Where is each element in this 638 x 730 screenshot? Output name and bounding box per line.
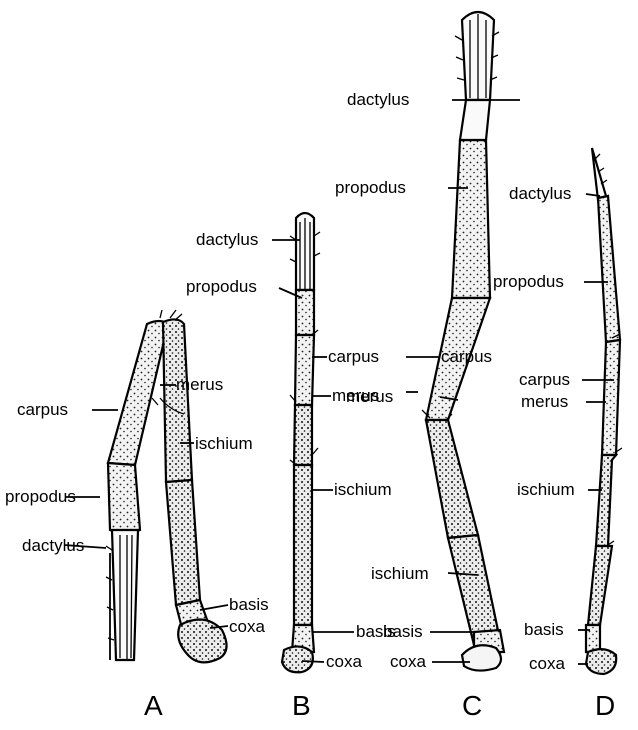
panel-b-coxa-label: coxa — [326, 652, 362, 671]
panel-a-propodus-label: propodus — [5, 487, 76, 506]
panel-d-basis-segment — [586, 625, 600, 652]
panel-a-ischium-label: ischium — [195, 434, 253, 453]
panel-a-carpus-label: carpus — [17, 400, 68, 419]
panel-d-carpus-segment — [602, 340, 620, 455]
panel-b-letter: B — [292, 690, 311, 721]
panel-c-carpus-label: carpus — [441, 347, 492, 366]
panel-d-letter: D — [595, 690, 615, 721]
panel-b-propodus-label: propodus — [186, 277, 257, 296]
panel-c-dactylus-label: dactylus — [347, 90, 409, 109]
panel-a-basis-label: basis — [229, 595, 269, 614]
panel-a-letter: A — [144, 690, 163, 721]
panel-c-merus-segment — [426, 420, 478, 538]
panel-c-merus-label: merus — [346, 387, 393, 406]
panel-c-coxa-segment — [462, 645, 501, 670]
panel-b-merus-segment — [294, 405, 312, 465]
panel-d-merus-label: merus — [521, 392, 568, 411]
panel-b-coxa-segment — [282, 646, 313, 672]
panel-b-drawing — [282, 213, 320, 672]
panel-b-dactylus-label: dactylus — [196, 230, 258, 249]
panel-d-basis-label: basis — [524, 620, 564, 639]
panel-d-propodus-segment — [598, 196, 620, 342]
panel-c-propodus-segment — [452, 140, 490, 298]
panel-a-ischium-segment — [166, 480, 200, 605]
panel-d-propodus-label: propodus — [493, 272, 564, 291]
panel-b-ischium-label: ischium — [334, 480, 392, 499]
panel-b-ischium-segment — [294, 465, 312, 625]
panel-a-dactylus-label: dactylus — [22, 536, 84, 555]
panel-a-carpus-segment — [108, 321, 168, 465]
panel-c-ischium-label: ischium — [371, 564, 429, 583]
panel-d-ischium-segment — [588, 546, 612, 625]
panel-a-merus-segment — [163, 319, 192, 482]
panel-a-propodus-segment — [108, 463, 140, 533]
panel-b-carpus-segment — [295, 335, 314, 405]
panel-c-drawing — [422, 12, 504, 671]
panel-a-coxa-segment — [178, 620, 226, 663]
panel-c-coxa-label: coxa — [390, 652, 426, 671]
panel-c-ischium-segment — [448, 535, 500, 645]
panel-c-basis-label: basis — [383, 622, 423, 641]
panel-a-coxa-label: coxa — [229, 617, 265, 636]
panel-a-drawing — [106, 310, 227, 662]
panel-a-dactylus-segment — [112, 530, 138, 660]
panel-d-coxa-segment — [586, 649, 616, 674]
panel-c-propodus-label: propodus — [335, 178, 406, 197]
panel-d-merus-segment — [596, 455, 616, 546]
panel-c-letter: C — [462, 690, 482, 721]
panel-d-coxa-label: coxa — [529, 654, 565, 673]
panel-a-merus-label: merus — [176, 375, 223, 394]
panel-d-ischium-label: ischium — [517, 480, 575, 499]
panel-d-dactylus-label: dactylus — [509, 184, 571, 203]
panel-d-drawing — [586, 148, 622, 674]
panel-d-carpus-label: carpus — [519, 370, 570, 389]
panel-b-carpus-label: carpus — [328, 347, 379, 366]
